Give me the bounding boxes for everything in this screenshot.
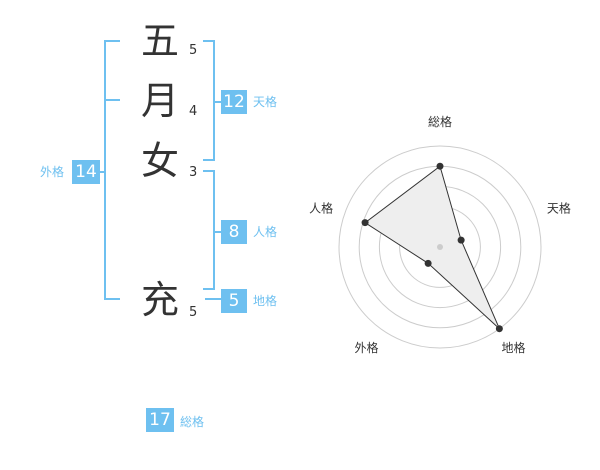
radar-axis-label-1: 天格 [547,200,571,215]
chikaku-connector [205,298,221,300]
radar-data-polygon [364,165,500,330]
stroke-count-3: 3 [189,165,198,180]
tenkaku-bracket [203,40,215,161]
radar-point-4 [361,219,369,227]
name-char-1: 五 [140,19,179,63]
tenkaku-badge: 12 [221,90,247,114]
tenkaku-label: 天格 [253,95,278,109]
name-char-4: 充 [140,278,179,322]
jinkaku-connector [213,231,223,233]
jinkaku-badge: 8 [221,220,247,244]
soukaku-badge: 17 [146,408,174,432]
gaikaku-bracket [104,40,120,300]
name-char-3: 女 [140,139,179,183]
tenkaku-connector [213,101,223,103]
gaikaku-label: 外格 [40,165,65,179]
radar-point-2 [495,325,503,333]
radar-axis-label-2: 地格 [501,340,525,355]
radar-axis-label-0: 総格 [428,114,452,129]
jinkaku-label: 人格 [253,225,278,239]
radar-point-0 [436,162,444,170]
radar-point-3 [424,259,432,267]
radar-ring-5 [338,145,542,349]
gaikaku-bracket-mid-tick [104,99,120,101]
radar-points [361,162,503,333]
jinkaku-bracket [203,170,215,290]
gaikaku-badge: 14 [72,160,100,184]
chikaku-badge: 5 [221,289,247,313]
stroke-count-1: 5 [189,43,198,58]
chikaku-label: 地格 [253,294,278,308]
soukaku-label: 総格 [180,415,205,429]
radar-axis-label-4: 人格 [309,200,333,215]
radar-point-1 [457,236,465,244]
stroke-count-2: 4 [189,104,198,119]
radar-center-dot [437,244,443,250]
radar-axis-label-3: 外格 [354,340,378,355]
stroke-count-4: 5 [189,305,198,320]
name-char-2: 月 [140,79,179,123]
gaikaku-connector [98,171,106,173]
